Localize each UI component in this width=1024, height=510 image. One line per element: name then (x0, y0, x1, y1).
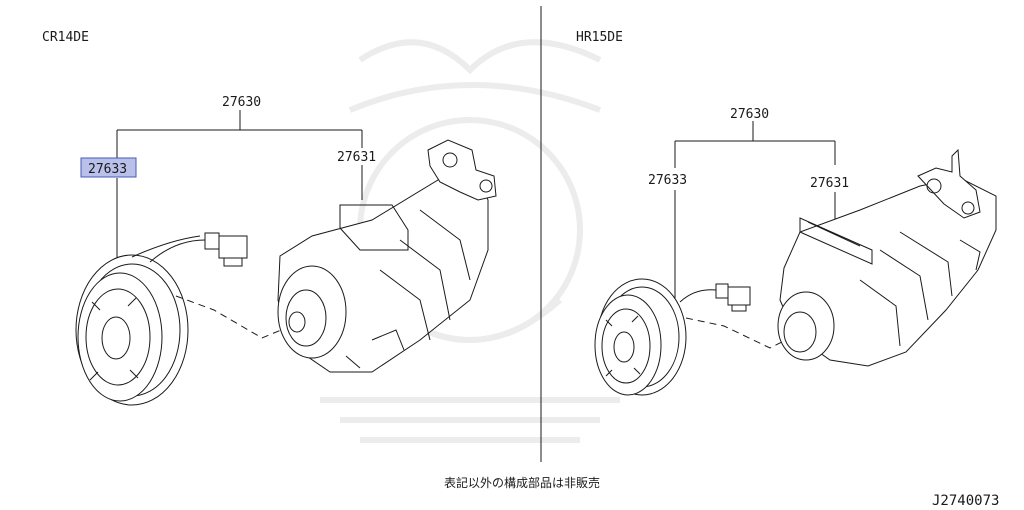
right-clutch-part-number[interactable]: 27633 (648, 173, 687, 188)
right-alignment-dashline (685, 317, 791, 349)
left-compressor-body[interactable] (277, 139, 497, 373)
footer-note: 表記以外の構成部品は非販売 (444, 475, 600, 490)
diagram-code: J2740073 (932, 493, 999, 509)
right-panel: HR15DE 27630 27633 27631 (576, 30, 997, 396)
left-assembly-part-number[interactable]: 27630 (222, 95, 261, 110)
right-compressor-body[interactable] (777, 148, 997, 367)
left-clutch-connector (149, 232, 248, 267)
left-compressor-part-number[interactable]: 27631 (337, 150, 376, 165)
left-engine-label: CR14DE (42, 30, 89, 45)
right-assembly-part-number[interactable]: 27630 (730, 107, 769, 122)
left-clutch-part-number[interactable]: 27633 (88, 162, 127, 177)
right-clutch-pulley[interactable] (594, 278, 687, 396)
right-engine-label: HR15DE (576, 30, 623, 45)
right-compressor-part-number[interactable]: 27631 (810, 176, 849, 191)
left-clutch-highlight (80, 157, 137, 178)
left-clutch-pulley[interactable] (75, 235, 201, 406)
right-clutch-connector (679, 283, 751, 312)
left-panel: CR14DE 27630 27633 27631 (42, 30, 497, 406)
